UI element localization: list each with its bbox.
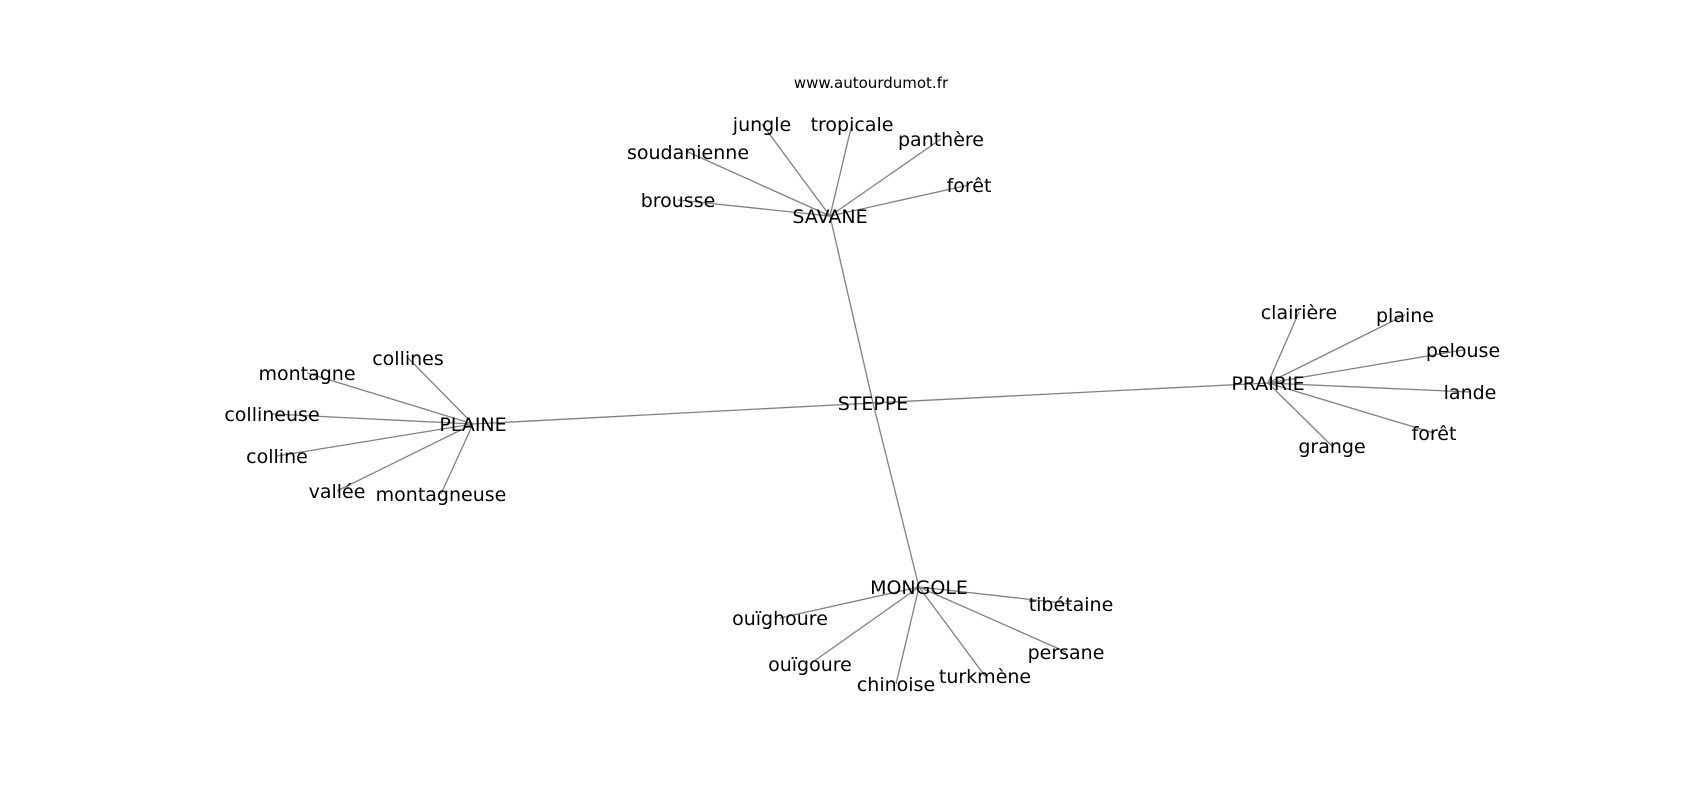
edge-steppe-plaine bbox=[472, 402, 874, 425]
node-leaf-prairie-grange: grange bbox=[1298, 436, 1365, 458]
node-leaf-plaine-colline: colline bbox=[246, 446, 308, 468]
node-leaf-plaine-collines: collines bbox=[372, 348, 444, 370]
node-leaf-savane-soudanienne: soudanienne bbox=[627, 142, 749, 164]
node-center-steppe: STEPPE bbox=[838, 393, 909, 415]
node-leaf-prairie-foret: forêt bbox=[1412, 423, 1457, 445]
edge-savane-soudanienne bbox=[687, 151, 831, 217]
edge-plaine-collineuse bbox=[271, 413, 474, 425]
edge-savane-foret bbox=[829, 184, 970, 217]
node-hub-plaine: PLAINE bbox=[439, 414, 506, 436]
edge-mongole-tibetaine bbox=[918, 586, 1072, 605]
edge-prairie-plaine bbox=[1267, 314, 1406, 384]
source-watermark: www.autourdumot.fr bbox=[794, 74, 949, 92]
edge-mongole-ouigoure bbox=[809, 586, 920, 665]
edge-mongole-persane bbox=[918, 586, 1067, 653]
node-leaf-mongole-chinoise: chinoise bbox=[857, 674, 935, 696]
node-leaf-plaine-vallee: vallée bbox=[309, 481, 366, 503]
edge-prairie-foret bbox=[1267, 382, 1435, 434]
edge-prairie-grange bbox=[1267, 382, 1333, 447]
edge-plaine-vallee bbox=[336, 423, 474, 492]
node-leaf-plaine-montagneuse: montagneuse bbox=[376, 484, 507, 506]
node-leaf-plaine-montagne: montagne bbox=[258, 363, 355, 385]
node-hub-mongole: MONGOLE bbox=[870, 577, 968, 599]
node-leaf-mongole-ouigoure: ouïgoure bbox=[768, 654, 852, 676]
node-leaf-prairie-lande: lande bbox=[1444, 382, 1497, 404]
node-leaf-mongole-ouighoure: ouïghoure bbox=[732, 608, 828, 630]
node-leaf-prairie-pelouse: pelouse bbox=[1426, 340, 1500, 362]
node-leaf-prairie-plaine: plaine bbox=[1376, 305, 1434, 327]
edge-mongole-ouighoure bbox=[779, 586, 920, 619]
node-hub-savane: SAVANE bbox=[792, 206, 867, 228]
edge-prairie-pelouse bbox=[1267, 349, 1464, 384]
edge-plaine-collines bbox=[407, 357, 474, 425]
node-leaf-savane-tropicale: tropicale bbox=[811, 114, 894, 136]
node-leaf-savane-brousse: brousse bbox=[641, 190, 716, 212]
edge-steppe-prairie bbox=[872, 382, 1269, 404]
edge-steppe-mongole bbox=[872, 402, 920, 588]
edge-savane-tropicale bbox=[829, 123, 853, 217]
edge-plaine-montagne bbox=[306, 372, 474, 425]
graph-edges bbox=[271, 123, 1471, 685]
edge-savane-panthere bbox=[829, 138, 942, 217]
edge-plaine-colline bbox=[276, 423, 474, 457]
node-leaf-savane-jungle: jungle bbox=[732, 114, 791, 136]
node-leaf-savane-foret: forêt bbox=[947, 175, 992, 197]
node-leaf-savane-panthere: panthère bbox=[898, 129, 984, 151]
node-hub-prairie: PRAIRIE bbox=[1231, 373, 1304, 395]
node-leaf-mongole-persane: persane bbox=[1028, 642, 1105, 664]
edge-mongole-turkmene bbox=[918, 586, 986, 677]
edge-steppe-savane bbox=[829, 215, 874, 404]
node-leaf-mongole-turkmene: turkmène bbox=[939, 666, 1031, 688]
edge-plaine-montagneuse bbox=[440, 423, 474, 495]
edge-prairie-lande bbox=[1267, 382, 1471, 393]
node-leaf-prairie-clairiere: clairière bbox=[1261, 302, 1338, 324]
node-leaf-mongole-tibetaine: tibétaine bbox=[1029, 594, 1114, 616]
edge-savane-brousse bbox=[677, 199, 831, 217]
node-leaf-plaine-collineuse: collineuse bbox=[224, 404, 319, 426]
edge-mongole-chinoise bbox=[895, 586, 920, 685]
edge-savane-jungle bbox=[761, 123, 831, 217]
edge-prairie-clairiere bbox=[1267, 311, 1300, 384]
